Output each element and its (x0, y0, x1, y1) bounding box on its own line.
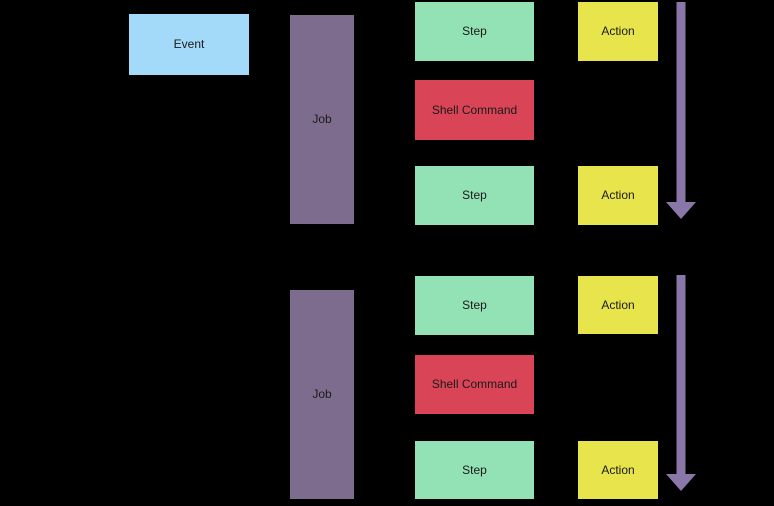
job-label: Job (312, 387, 332, 402)
step-label: Step (462, 462, 487, 477)
step-node-3: Step (415, 276, 534, 335)
shell-command-label: Shell Command (431, 377, 518, 392)
step-node-2: Step (415, 166, 534, 225)
shell-command-label: Shell Command (431, 102, 518, 117)
shell-command-node-2: Shell Command (415, 355, 534, 414)
arrow-shaft (676, 275, 686, 475)
action-label: Action (601, 297, 635, 312)
step-node-1: Step (415, 2, 534, 61)
event-node: Event (129, 14, 249, 75)
action-node-4: Action (578, 441, 658, 499)
action-label: Action (601, 188, 635, 203)
event-label: Event (173, 37, 205, 52)
action-node-1: Action (578, 2, 658, 61)
step-label: Step (462, 298, 487, 313)
action-node-2: Action (578, 166, 658, 225)
flow-arrow-down-1 (666, 2, 696, 219)
arrow-shaft (676, 2, 686, 202)
shell-command-node-1: Shell Command (415, 80, 534, 140)
arrow-head-icon (666, 202, 696, 219)
flow-arrow-down-2 (666, 275, 696, 491)
job-node-1: Job (290, 15, 354, 224)
step-node-4: Step (415, 441, 534, 499)
job-node-2: Job (290, 290, 354, 499)
job-label: Job (312, 112, 332, 127)
step-label: Step (462, 188, 487, 203)
action-label: Action (601, 24, 635, 39)
action-label: Action (601, 462, 635, 477)
step-label: Step (462, 24, 487, 39)
arrow-head-icon (666, 474, 696, 491)
action-node-3: Action (578, 276, 658, 334)
